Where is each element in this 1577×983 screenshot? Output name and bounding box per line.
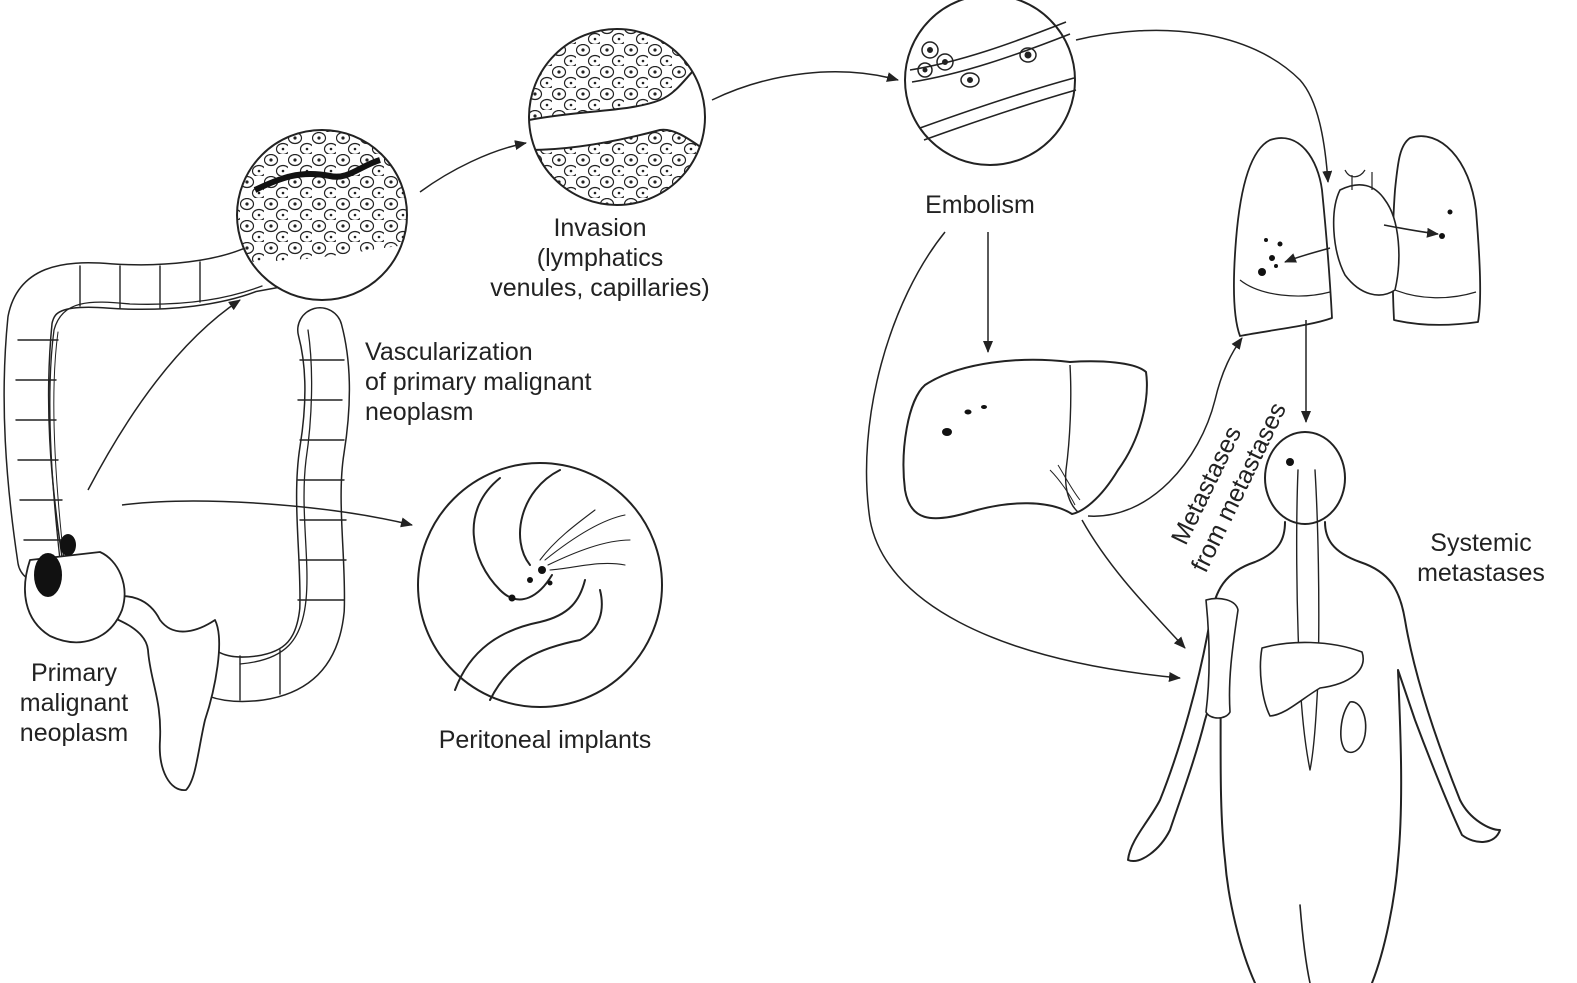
primary-label-line: neoplasm	[10, 718, 138, 748]
invasion-label-line: venules, capillaries)	[450, 273, 750, 303]
vascularization-label-line: neoplasm	[365, 397, 591, 427]
arrow-tumor-to-vessel	[88, 300, 240, 490]
vascularization-cells-icon	[237, 130, 407, 300]
embolism-vessel-icon	[905, 0, 1076, 165]
primary-label-line: malignant	[10, 688, 138, 718]
vascularization-label: Vascularization of primary malignant neo…	[365, 337, 591, 427]
flow-arrows	[88, 30, 1438, 678]
primary-neoplasm-label: Primary malignant neoplasm	[10, 658, 138, 748]
peritoneal-implants-label: Peritoneal implants	[405, 725, 685, 755]
systemic-metastases-label: Systemic metastases	[1395, 528, 1567, 588]
systemic-label-line: Systemic	[1395, 528, 1567, 558]
brain-metastasis-icon	[1286, 458, 1294, 466]
arrow-vascularization-to-invasion	[420, 143, 526, 192]
peritoneal-implants-icon	[418, 463, 662, 707]
invasion-label-line: Invasion	[450, 213, 750, 243]
invasion-label: Invasion (lymphatics venules, capillarie…	[450, 213, 750, 303]
arrow-invasion-to-embolism	[712, 72, 898, 100]
heart-icon	[1334, 170, 1399, 295]
embolism-label: Embolism	[905, 190, 1055, 220]
arrow-tumor-to-peritoneum	[122, 501, 412, 525]
liver-icon	[904, 360, 1147, 518]
peritoneal-label-line: Peritoneal implants	[405, 725, 685, 755]
systemic-label-line: metastases	[1395, 558, 1567, 588]
vascularization-label-line: Vascularization	[365, 337, 591, 367]
primary-label-line: Primary	[10, 658, 138, 688]
vascularization-label-line: of primary malignant	[365, 367, 591, 397]
invasion-label-line: (lymphatics	[450, 243, 750, 273]
embolism-label-line: Embolism	[905, 190, 1055, 220]
invasion-cells-icon	[529, 29, 705, 205]
